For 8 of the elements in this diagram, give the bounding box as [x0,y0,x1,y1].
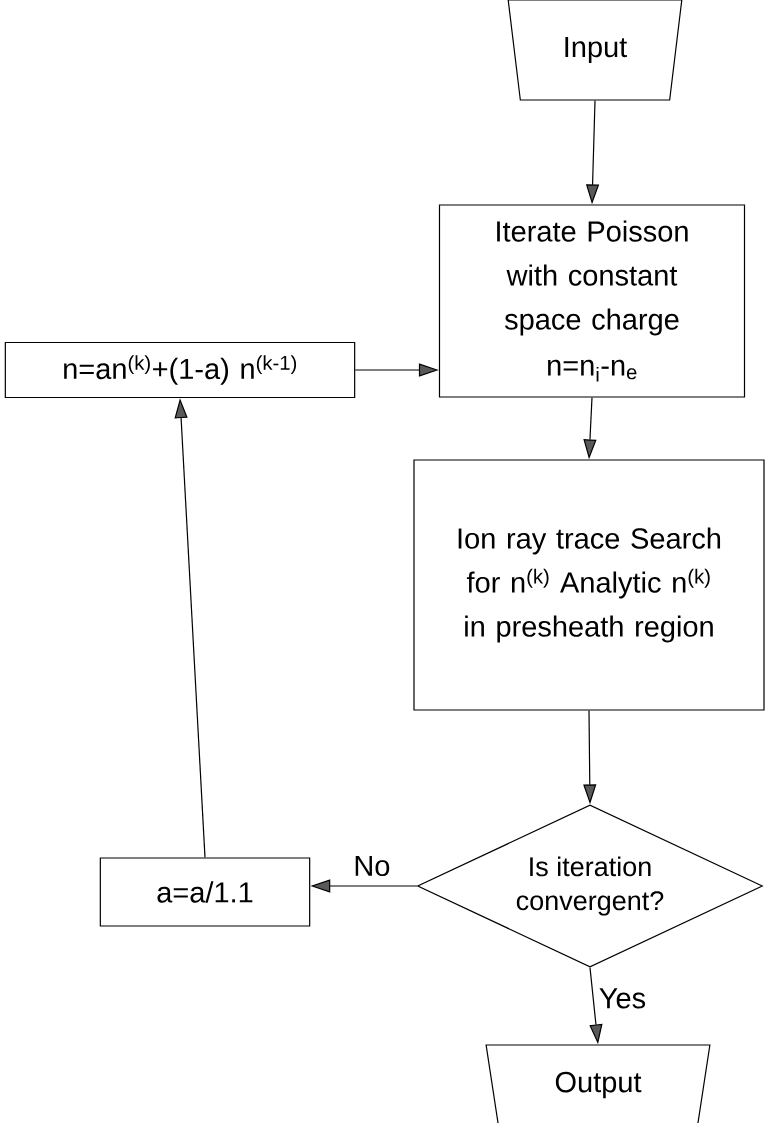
process-box: a=a/1.1 [99,857,311,927]
output-trapezoid: Output [485,1044,711,1123]
edge-label: No [352,854,392,878]
formula-box: n=an$^{(k)}$+(1-a) n$^{(k-1)}$ [4,341,356,399]
process-box: Ion ray trace Search for n$^{(k)}$ Analytic n$^{(k)}$ in presheath region [413,459,765,711]
edge-label: Yes [597,987,648,1010]
process-box: Iterate Poisson with constant space charge n=n$_{i}$-n$_{e}$ [438,204,746,398]
input-trapezoid: Input [507,0,683,101]
